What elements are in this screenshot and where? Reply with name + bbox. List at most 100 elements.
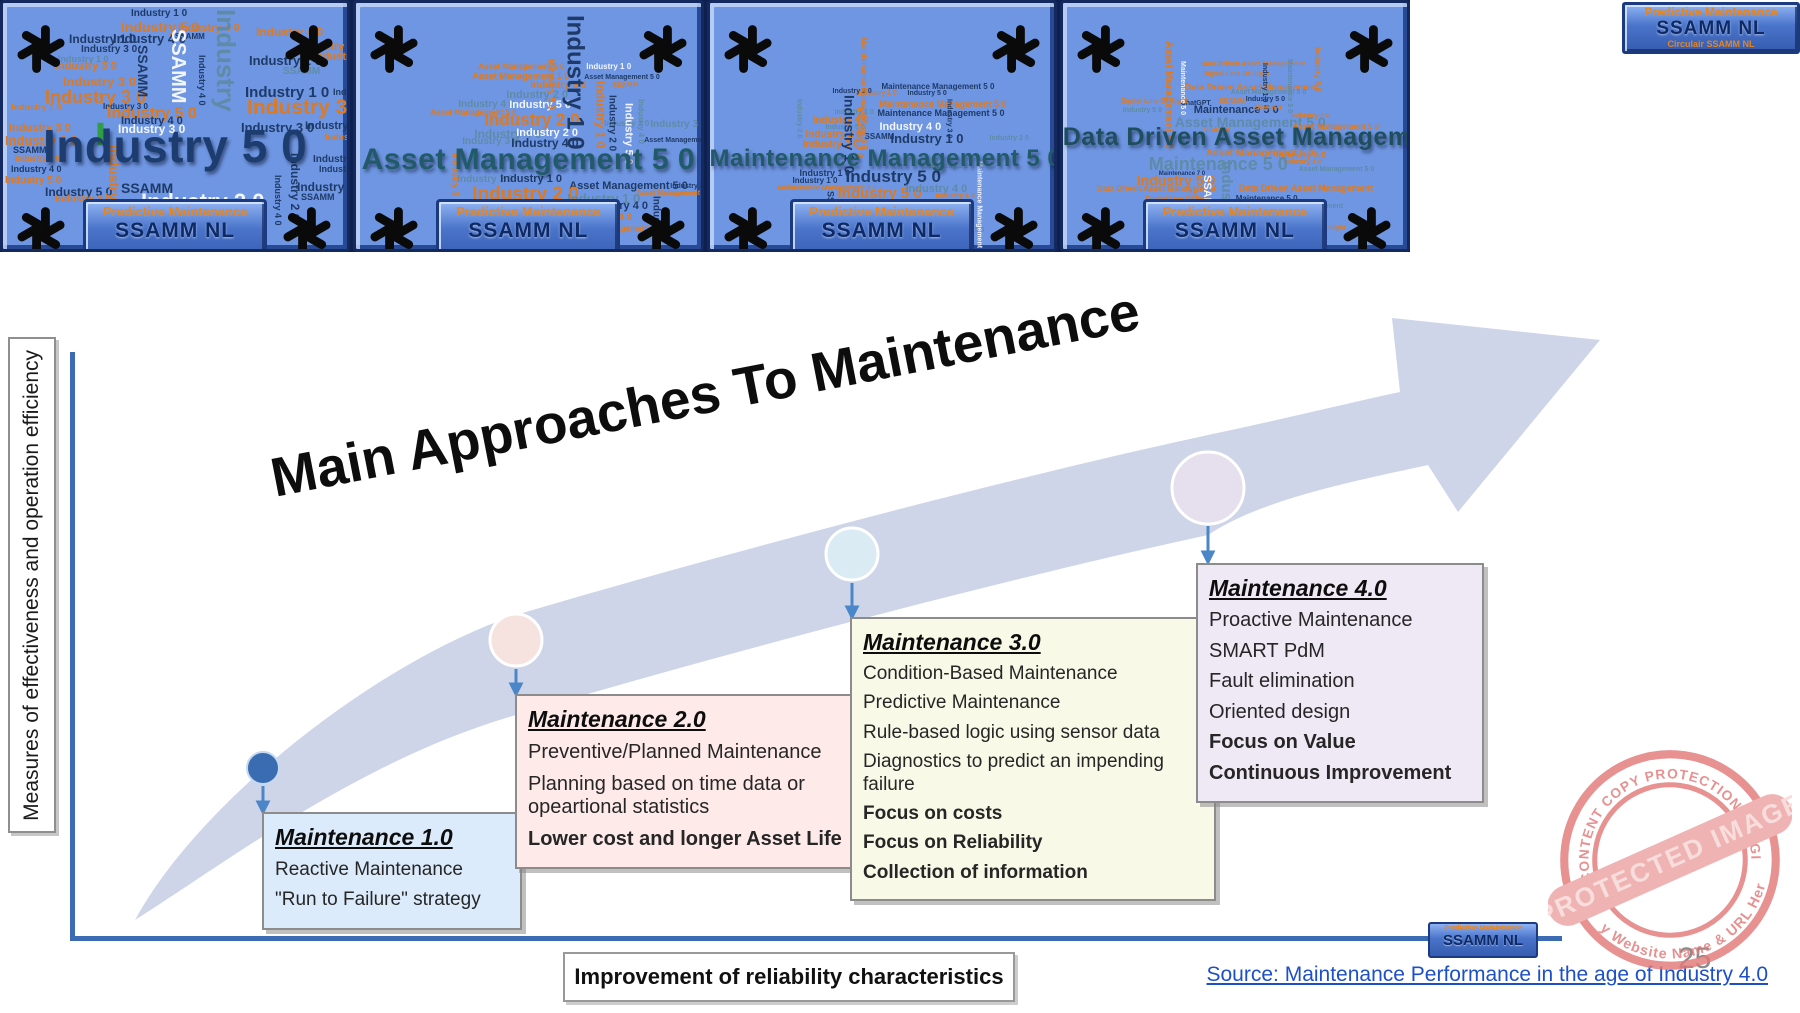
badge-ssamm-label: SSAMM NL xyxy=(821,219,942,243)
wordcloud-word: Maintenance 5 0 xyxy=(1178,61,1186,116)
openai-logo-icon xyxy=(990,23,1042,75)
wordcloud-word: Asset Management 5 0 xyxy=(636,190,701,197)
maintenance-item: Proactive Maintenance xyxy=(1209,609,1413,631)
wordcloud-word: Industry 5 0 xyxy=(845,167,941,186)
wordcloud-word: Industry 4 0 xyxy=(313,51,351,63)
wordcloud-word: Asset Management 1 0 xyxy=(472,71,570,81)
wordcloud-word: Industry 3 0 xyxy=(834,109,874,116)
x-axis-line xyxy=(70,936,1562,941)
wordcloud-word: Industry 5 0 xyxy=(546,59,557,110)
wordcloud-word: Industry 4 0 xyxy=(905,183,968,195)
wordcloud-word: SSAMM xyxy=(167,29,189,104)
wordcloud-word: Industry xyxy=(211,9,241,112)
main-title: Main Approaches To Maintenance xyxy=(265,279,1145,509)
wordcloud-word: Industry 3 0 xyxy=(802,139,859,150)
wordcloud-word: Maintenance Management 5 0 xyxy=(877,108,1005,118)
panel-main-title: Data Driven Asset Management xyxy=(1062,123,1410,151)
wordcloud-word: Industry 4 0 xyxy=(256,25,324,39)
wordcloud-word: Maintenance 5 0 xyxy=(1148,154,1288,174)
wordcloud-word: Industry 5 0 xyxy=(333,87,351,97)
wordcloud-word: Industry 1 0 xyxy=(593,81,608,149)
maintenance-item: Reactive Maintenance xyxy=(275,859,463,880)
wordcloud-word: Digital Line Of Sight xyxy=(1202,71,1270,78)
ssamm-badge: Predictive Maintenance SSAMM NL xyxy=(83,199,268,249)
wordcloud-word: Industry 5 0 xyxy=(837,185,922,202)
maintenance-item: Fault elimination xyxy=(1209,670,1355,693)
wordcloud-word: Industry 2 0 xyxy=(805,129,862,140)
wordcloud-panel: Data Driven Asset Management Digital Line… xyxy=(1059,0,1410,252)
maintenance-item: Focus on costs xyxy=(863,803,1003,825)
maintenance-3-box: Maintenance 3.0 Condition-Based Maintena… xyxy=(850,617,1216,902)
wordcloud-word: Industry 2 0 xyxy=(929,163,969,170)
wordcloud-word: SSAMM xyxy=(301,192,335,202)
wordcloud-word: Industry 3 0 xyxy=(9,122,71,134)
wordcloud-word: Industry 4 0 xyxy=(273,175,283,226)
milestone-dot-2 xyxy=(488,612,544,668)
wordcloud-word: Maintenance Management 5 0 xyxy=(881,82,995,91)
panel-main-title: Industry 5 0 xyxy=(43,120,308,172)
wordcloud-word: Asset Management 5 0 xyxy=(1174,114,1326,130)
wordcloud-word: Industry 5 0 xyxy=(1136,172,1216,188)
openai-logo-icon xyxy=(368,23,420,75)
wordcloud-word: Industry 3 0 xyxy=(45,87,147,107)
wordcloud-word: Industry 3 0 xyxy=(462,136,519,147)
svg-text:WP CONTENT COPY PROTECTION PLU: WP CONTENT COPY PROTECTION PLUGIN xyxy=(1548,738,1766,913)
wordcloud-word: Industry 1 0 xyxy=(11,102,62,112)
wordcloud-word: Industry 3 0 xyxy=(650,119,704,130)
wordcloud-word: Industry 3 0 xyxy=(450,153,461,204)
maintenance-item: Condition-Based Maintenance xyxy=(863,663,1118,684)
maintenance-2-box: Maintenance 2.0 Preventive/Planned Maint… xyxy=(515,694,855,870)
wordcloud-word: Maintenance Management 5 0 xyxy=(975,161,983,252)
wordcloud-word: Asset Management 5 0 xyxy=(1230,89,1307,96)
wordcloud-word: Asset Management 5 0 xyxy=(1298,166,1375,173)
wordcloud-word: Industry 1 0 xyxy=(890,131,964,146)
wordcloud-word: Industry 4 0 xyxy=(197,55,207,106)
wordcloud-word: Industry 2 0 xyxy=(670,183,704,190)
y-axis-label: Measures of effectiveness and operation … xyxy=(20,349,43,821)
maintenance-item: "Run to Failure" strategy xyxy=(275,889,481,911)
wordcloud-word: Industry 4 0 xyxy=(511,136,579,150)
wordcloud-word: Industry 1 0 xyxy=(1260,63,1268,103)
badge-ssamm-label: SSAMM NL xyxy=(1443,932,1523,950)
wordcloud-word: Industry 5 0 xyxy=(121,19,200,35)
wordcloud-word: Industry 3 0 xyxy=(247,96,348,119)
openai-logo-icon xyxy=(15,205,67,252)
wordcloud-word: Industry 2 0 xyxy=(516,127,578,139)
wordcloud-word: Industry 2 0 xyxy=(795,99,803,139)
maintenance-1-lines: Reactive Maintenance "Run to Failure" str… xyxy=(275,859,509,912)
wordcloud-word: Industry 5 0 xyxy=(107,105,197,122)
maintenance-item: Rule-based logic using sensor data xyxy=(863,721,1160,743)
stamp-arc-bottom-text: My Website Name & URL Here xyxy=(1548,738,1782,982)
badge-predictive-label: Predictive Maintenance xyxy=(1644,5,1778,19)
openai-logo-icon xyxy=(1343,23,1395,75)
openai-logo-icon xyxy=(722,23,774,75)
openai-logo-icon xyxy=(368,205,420,252)
badge-ssamm-label: SSAMM NL xyxy=(1656,18,1766,40)
wordcloud-word: SSAMM xyxy=(121,180,174,196)
wordcloud-word: ChatGPT xyxy=(1180,100,1211,107)
wordcloud-word: Industry 1 0 xyxy=(799,168,851,178)
wordcloud-word: Industry 2 0 xyxy=(989,135,1029,142)
maintenance-item: Preventive/Planned Maintenance xyxy=(528,741,822,763)
badge-predictive-label: Predictive Maintenance xyxy=(809,204,954,219)
wordcloud-word: Industry 2 0 xyxy=(15,154,60,163)
wordcloud-word: Industry 4 0 xyxy=(113,31,186,46)
maintenance-1-box: Maintenance 1.0 Reactive Maintenance"Run… xyxy=(262,812,522,930)
openai-logo-icon xyxy=(1075,205,1127,252)
wordcloud-word: Industry 3 0 xyxy=(319,164,350,174)
openai-logo-icon xyxy=(281,205,333,252)
source-link[interactable]: Source: Maintenance Performance in the a… xyxy=(1206,963,1769,986)
wordcloud-word: Industry 3 0 xyxy=(241,120,314,135)
wordcloud-word: Industry 2 0 xyxy=(288,153,302,221)
badge-predictive-label: Predictive Maintenance xyxy=(456,204,601,219)
wordcloud-word: Industry 2 0 xyxy=(506,89,568,101)
wordcloud-word: Asset Management 5 0 xyxy=(430,108,517,117)
maintenance-item: Focus on Value xyxy=(1209,731,1356,754)
badge-ssamm-label: SSAMM NL xyxy=(115,219,236,243)
wordcloud-word: Industry 4 0 xyxy=(11,164,62,174)
wordcloud-word: SSAMM xyxy=(175,32,205,41)
